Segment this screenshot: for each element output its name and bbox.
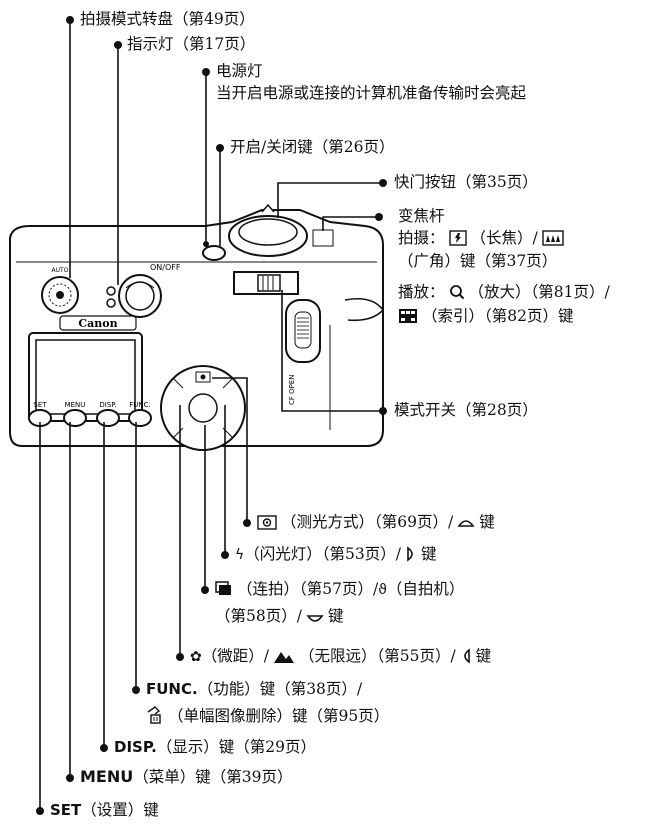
viewfinder [118, 274, 162, 318]
cf-door [285, 299, 321, 363]
camera-func-text: FUNC. [129, 401, 151, 409]
self-timer-text: （自拍机） [386, 580, 465, 598]
callout-zoom-play-2: （索引）（第82页）键 [398, 306, 573, 326]
camera-disp-text: DISP. [99, 401, 116, 409]
callout-func: FUNC.（功能）键（第38页）/ [146, 679, 362, 699]
callout-mode-dial: 拍摄模式转盘（第49页） [80, 10, 255, 28]
delete-icon [147, 706, 161, 724]
zoom-symbols [312, 229, 334, 247]
wide-angle-icon [542, 230, 564, 246]
callout-power-button: 开启/关闭键（第26页） [230, 138, 395, 156]
callout-power-lamp-title: 电源灯 [216, 62, 263, 80]
disp-text: （显示）键（第29页） [156, 738, 317, 756]
power-lamp [203, 241, 209, 247]
directional-pad[interactable] [160, 365, 246, 451]
delete-text: （单幅图像删除）键（第95页） [168, 707, 390, 725]
func-label: FUNC. [146, 680, 198, 698]
camera-dial-text: AUTO [52, 267, 69, 274]
flash-text: （闪光灯）（第53页）/ [244, 545, 401, 563]
infinity-icon [273, 652, 294, 663]
up-button-icon [457, 520, 475, 527]
callout-continuous-2: （第58页）/ 键 [215, 606, 343, 626]
func-text: （功能）键（第38页）/ [197, 680, 363, 698]
macro-icon: ✿ [190, 649, 202, 665]
callout-set: SET（设置）键 [50, 800, 159, 820]
self-timer-icon: ϑ [378, 582, 387, 598]
lcd-screen [35, 339, 136, 415]
mode-dial-icon[interactable] [41, 276, 79, 314]
zoom-shoot-prefix: 拍摄： [398, 229, 445, 247]
macro-key: 键 [475, 647, 492, 665]
down-button-icon [306, 615, 324, 622]
indicator-lamp-1 [106, 286, 116, 296]
metering-key: 键 [479, 513, 495, 531]
zoom-shoot-tele: （长焦）/ [470, 229, 538, 247]
flash-key: 键 [420, 545, 437, 563]
camera-brand: Canon [78, 317, 117, 330]
callout-disp: DISP.（显示）键（第29页） [114, 737, 316, 757]
bottom-buttons[interactable] [28, 409, 152, 427]
metering-text: （测光方式）（第69页）/ [281, 513, 454, 531]
callout-mode-switch: 模式开关（第28页） [394, 401, 538, 419]
set-text: （设置）键 [81, 801, 159, 819]
callout-menu: MENU（菜单）键（第39页） [80, 767, 292, 787]
shutter-button[interactable] [228, 203, 308, 257]
callout-shutter: 快门按钮（第35页） [394, 173, 538, 191]
callout-delete: （单幅图像删除）键（第95页） [146, 706, 389, 726]
camera-menu-text: MENU [65, 401, 86, 409]
continuous-text: （连拍）（第57页）/ [237, 580, 379, 598]
continuous-key: 键 [327, 607, 344, 625]
callout-dots [36, 16, 387, 815]
disp-label: DISP. [114, 738, 157, 756]
telephoto-icon [448, 230, 467, 246]
right-button-icon [407, 546, 413, 562]
callout-flash: ϟ（闪光灯）（第53页）/ 键 [235, 544, 436, 565]
zoom-play-index: （索引）（第82页）键 [422, 307, 574, 325]
callout-zoom-shoot-2: （广角）键（第37页） [398, 252, 558, 270]
macro-text: （微距）/ [201, 647, 269, 665]
zoom-play-magnify: （放大）（第81页）/ [468, 283, 610, 301]
flash-icon: ϟ [235, 547, 245, 563]
menu-text: （菜单）键（第39页） [133, 768, 293, 786]
mode-switch[interactable] [233, 271, 299, 295]
menu-label: MENU [80, 767, 134, 786]
power-button[interactable] [202, 245, 226, 261]
callout-power-lamp-desc: 当开启电源或连接的计算机准备传输时会亮起 [216, 84, 527, 102]
camera-set-text: SET [33, 401, 47, 409]
zoom-play-prefix: 播放： [398, 283, 445, 301]
infinity-text: （无限远）（第55页）/ [298, 647, 456, 665]
metering-icon [257, 515, 277, 530]
set-label: SET [50, 801, 82, 819]
continuous-shoot-icon [215, 581, 231, 595]
magnify-icon [449, 285, 464, 300]
callout-macro: ✿（微距）/ （无限远）（第55页）/ 键 [190, 646, 491, 667]
callout-metering: （测光方式）（第69页）/ 键 [257, 512, 495, 532]
camera-onoff: ON/OFF [150, 263, 181, 272]
camera-cf-open: CF OPEN [288, 374, 296, 405]
index-icon [399, 309, 417, 323]
callout-zoom-shoot: 拍摄： （长焦）/ [398, 228, 568, 248]
indicator-lamp-2 [106, 298, 116, 308]
callout-zoom-title: 变焦杆 [398, 207, 445, 225]
leader-lines [39, 20, 383, 811]
callout-indicator: 指示灯（第17页） [127, 35, 256, 53]
callout-continuous: （连拍）（第57页）/ϑ（自拍机） [215, 579, 464, 600]
left-button-icon [463, 648, 470, 664]
callout-zoom-play: 播放： （放大）（第81页）/ [398, 282, 610, 302]
continuous-page: （第58页）/ [215, 607, 302, 625]
